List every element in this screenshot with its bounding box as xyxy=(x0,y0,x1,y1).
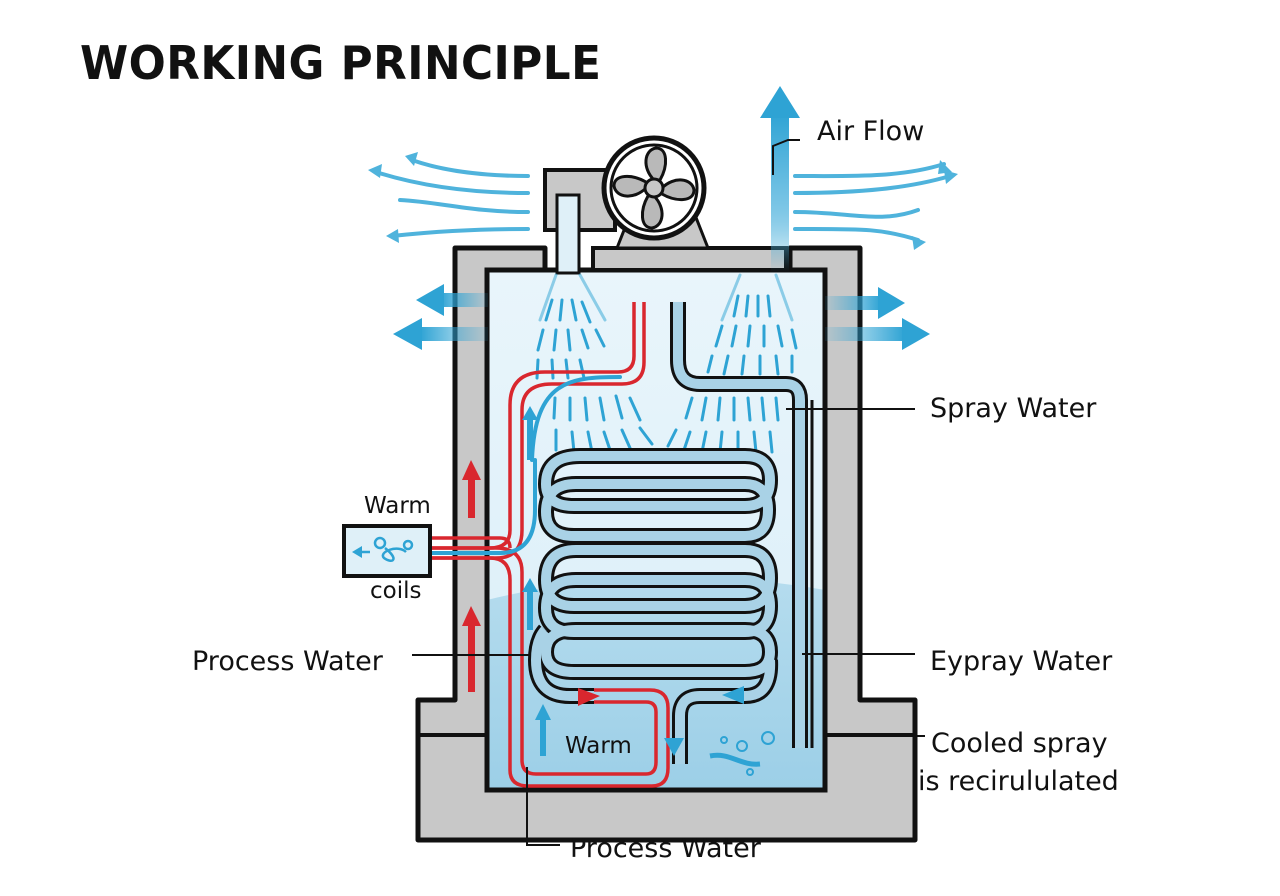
label-warm-bottom: Warm xyxy=(565,733,632,759)
spray-cone-left xyxy=(535,273,607,380)
label-cooled-spray-2: is recirululated xyxy=(918,766,1119,797)
label-eypray-water: Eypray Water xyxy=(930,646,1113,677)
blue-flow-arrow xyxy=(722,686,744,704)
air-flow-lines-left xyxy=(368,152,530,243)
air-flow-up-arrow xyxy=(760,86,800,272)
warm-air-arrows xyxy=(462,460,481,692)
flow-arrows xyxy=(522,406,744,756)
process-water-pipe xyxy=(430,302,670,788)
leader-air-flow xyxy=(772,139,800,175)
leader-process-water-bottom xyxy=(526,767,560,846)
water-bubbles-icon xyxy=(709,731,775,776)
red-flow-arrow xyxy=(578,688,600,706)
leader-lines xyxy=(412,139,925,846)
label-process-water-bottom: Process Water xyxy=(570,833,762,864)
label-coils: coils xyxy=(370,578,421,604)
spray-droplets-middle xyxy=(552,394,780,454)
coils-box xyxy=(342,524,432,578)
heat-exchange-coil xyxy=(527,448,779,764)
exhaust-arrows-right xyxy=(825,287,930,350)
spray-cone-right xyxy=(706,273,798,376)
label-air-flow: Air Flow xyxy=(817,116,924,147)
blue-down-arrow xyxy=(664,738,684,756)
label-cooled-spray-1: Cooled spray xyxy=(931,728,1108,759)
label-spray-water: Spray Water xyxy=(930,393,1097,424)
spray-water-pipe xyxy=(670,302,814,748)
coolant-flow-line xyxy=(428,375,622,555)
blue-up-arrows xyxy=(522,406,551,756)
fan-icon xyxy=(601,135,707,241)
diagram-title: WORKING PRINCIPLE xyxy=(80,36,602,90)
label-warm-top: Warm xyxy=(364,493,431,519)
label-process-water-left: Process Water xyxy=(192,646,384,677)
exhaust-arrows-left xyxy=(393,284,488,350)
air-flow-lines-right xyxy=(793,160,958,250)
